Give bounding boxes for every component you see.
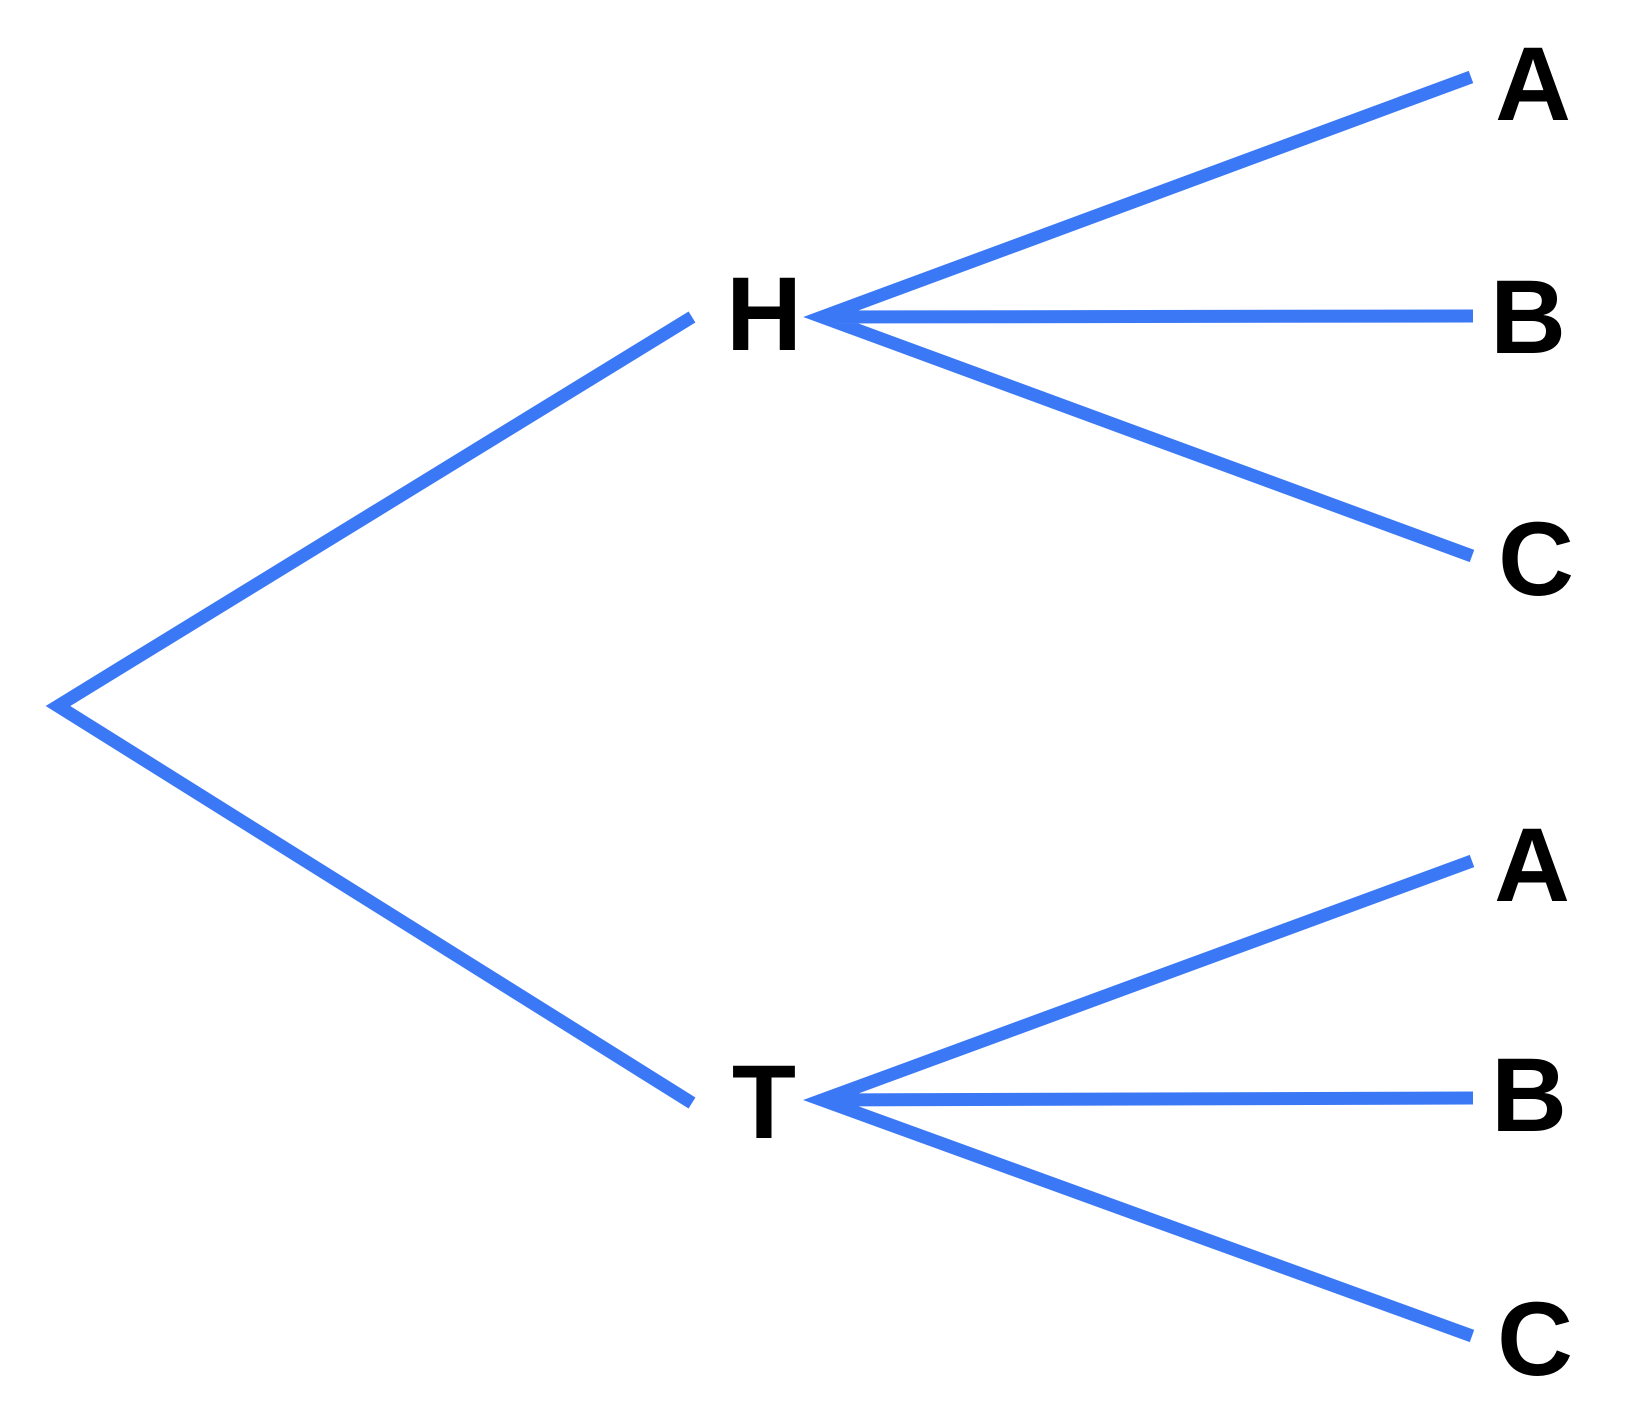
node-label-T-B: B bbox=[1491, 1037, 1567, 1154]
node-label-T-C: C bbox=[1497, 1281, 1573, 1398]
branch-lines-H bbox=[803, 70, 1475, 563]
branch-lines-T bbox=[803, 854, 1475, 1343]
node-label-H-B: B bbox=[1490, 259, 1566, 376]
node-label-T-A: A bbox=[1494, 807, 1570, 924]
node-label-H-C: C bbox=[1498, 501, 1574, 618]
node-label-T: T bbox=[732, 1044, 796, 1161]
branch-lines-root bbox=[45, 311, 696, 1109]
node-label-H-A: A bbox=[1495, 26, 1571, 143]
node-label-H: H bbox=[726, 256, 802, 373]
